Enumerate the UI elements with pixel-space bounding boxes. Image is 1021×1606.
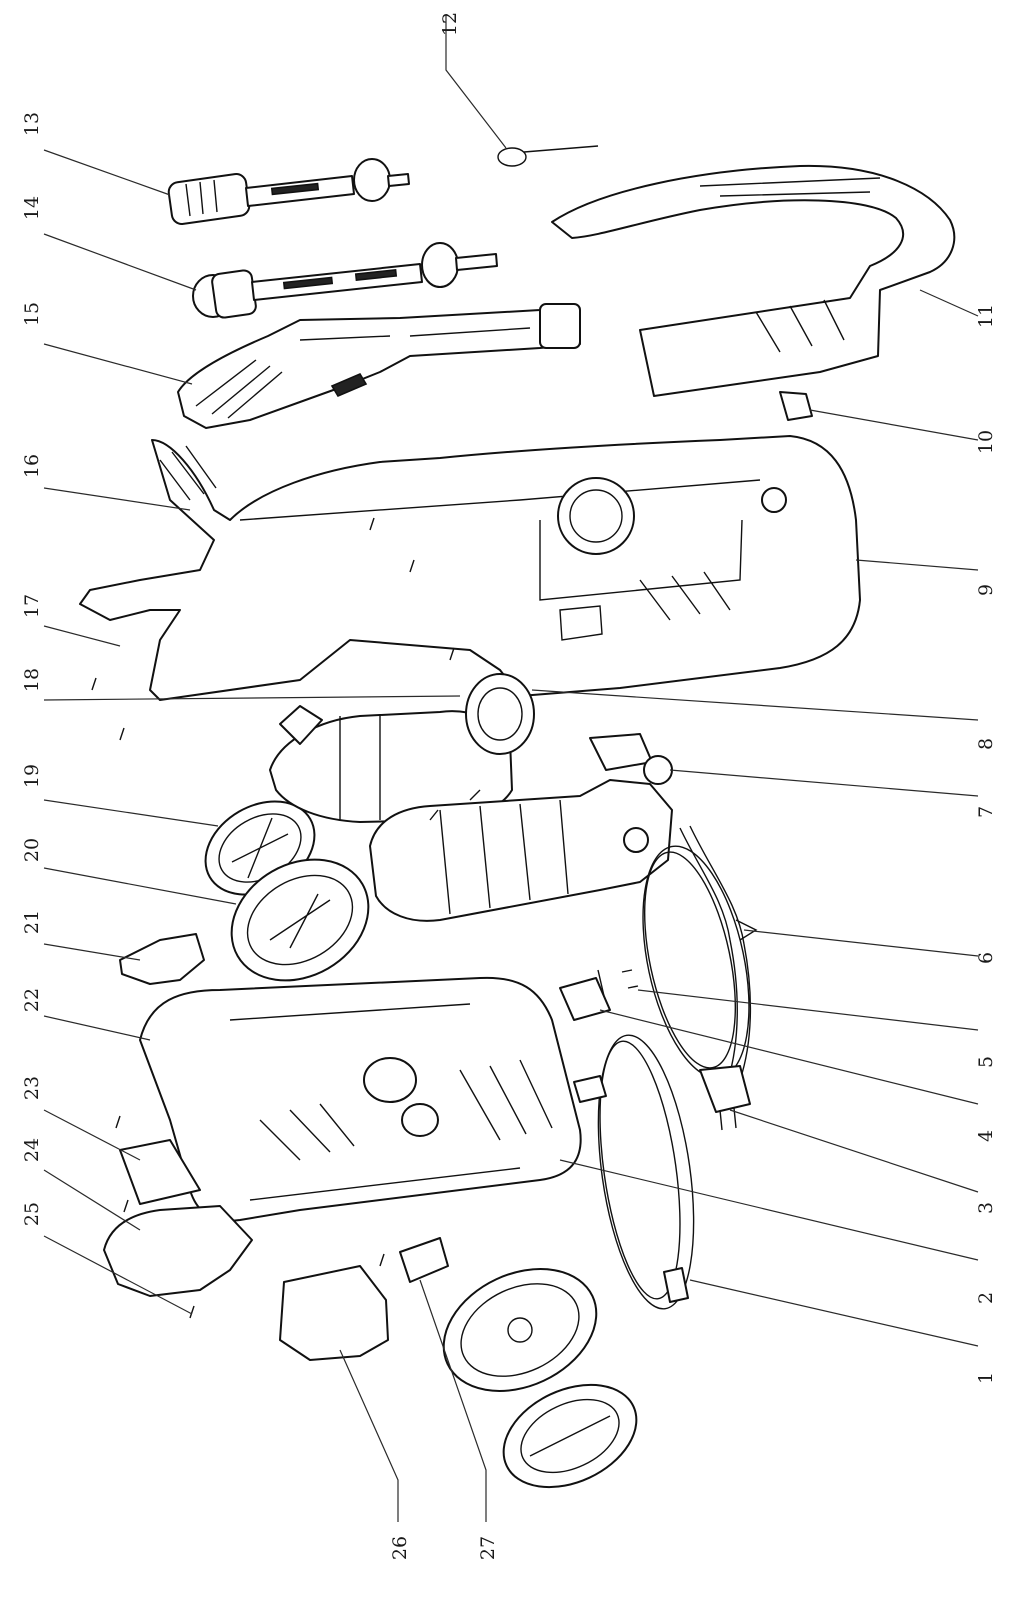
part-5-screws [621,969,639,989]
part-13-lance [167,158,410,225]
part-7-pump [369,733,673,922]
label-21: 21 [21,910,43,934]
part-21-bracket [119,933,205,985]
part-11-handle [551,164,956,397]
label-22: 22 [21,988,43,1012]
callout-labels: 12 13 14 15 16 17 18 19 20 21 22 23 24 2… [21,12,997,1560]
screws-lower [115,1115,385,1319]
label-15: 15 [21,302,43,326]
label-24: 24 [21,1138,43,1162]
part-wheel-cap [502,1383,638,1489]
part-4-switch [559,969,611,1021]
label-1: 1 [975,1372,997,1384]
label-2: 2 [975,1292,997,1304]
screws-upper [91,517,455,741]
label-18: 18 [21,668,43,692]
part-wheel-outer [442,1268,598,1392]
label-6: 6 [975,952,997,964]
part-26-side-cover [279,1265,389,1361]
part-20-reel [230,858,370,982]
part-14-lance [192,242,498,319]
part-9-upper-housing [79,435,861,701]
label-16: 16 [21,454,43,478]
part-24-front-panel [103,1139,253,1297]
label-9: 9 [975,584,997,596]
label-8: 8 [975,738,997,750]
label-27: 27 [477,1536,499,1560]
label-25: 25 [21,1202,43,1226]
leader-lines [43,16,979,1522]
part-27-outlet-fitting [399,1237,449,1283]
label-13: 13 [21,112,43,136]
label-10: 10 [975,430,997,454]
label-20: 20 [21,838,43,862]
part-10-clip [779,391,813,421]
part-1-hose [573,1034,695,1310]
label-3: 3 [975,1202,997,1214]
part-12-pin [497,145,599,167]
label-19: 19 [21,764,43,788]
label-7: 7 [975,806,997,818]
label-23: 23 [21,1076,43,1100]
label-12: 12 [439,12,461,36]
label-11: 11 [975,304,997,328]
label-5: 5 [975,1056,997,1068]
label-26: 26 [389,1536,411,1560]
part-8-motor [269,673,535,823]
label-17: 17 [21,594,43,618]
label-14: 14 [21,196,43,220]
part-22-lower-housing [139,976,582,1222]
part-15-spray-gun [177,303,581,429]
part-6-power-cable [642,825,758,1131]
label-4: 4 [975,1130,997,1142]
